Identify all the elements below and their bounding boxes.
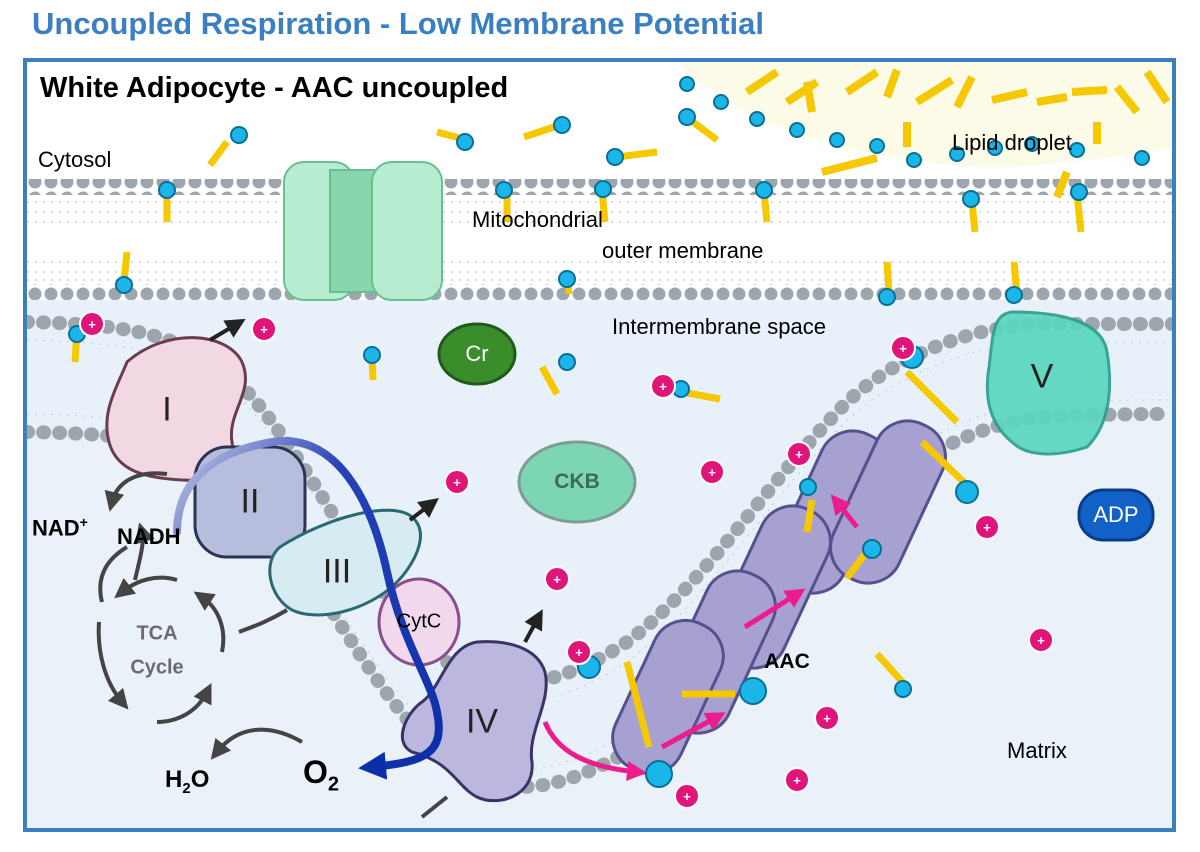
aac-label: AAC bbox=[764, 650, 810, 673]
svg-text:+: + bbox=[708, 465, 716, 480]
fatty-acids bbox=[68, 108, 1088, 788]
complex-I-label: I bbox=[162, 390, 172, 429]
matrix-label: Matrix bbox=[1007, 738, 1067, 763]
porin-channel bbox=[283, 161, 443, 301]
svg-text:+: + bbox=[88, 317, 96, 332]
diagram-frame: + + + + + + + + + + + + + + White Adipocyte - AAC… bbox=[23, 58, 1176, 832]
tca-label-2: Cycle bbox=[130, 656, 184, 679]
svg-text:+: + bbox=[453, 475, 461, 490]
diagram-canvas: + + + + + + + + + + + + + + bbox=[27, 62, 1172, 828]
intermembrane-space-label: Intermembrane space bbox=[612, 314, 826, 339]
oxygen-o: O bbox=[303, 754, 328, 790]
ckb-shape bbox=[517, 440, 637, 524]
creatine-label: Cr bbox=[465, 341, 489, 366]
aac-proton-arrows bbox=[542, 494, 859, 781]
svg-text:+: + bbox=[659, 379, 667, 394]
svg-text:+: + bbox=[823, 711, 831, 726]
water-subscript: 2 bbox=[182, 779, 191, 797]
lipid-droplet bbox=[677, 62, 1172, 199]
tca-cycle-arrows bbox=[96, 471, 449, 819]
water-o: O bbox=[190, 766, 210, 793]
lipid-droplet-label: Lipid droplet bbox=[952, 130, 1072, 155]
panel-title: White Adipocyte - AAC uncoupled bbox=[40, 72, 509, 104]
water-h: H bbox=[165, 766, 183, 793]
complex-V bbox=[985, 310, 1112, 456]
complex-II-label: II bbox=[240, 482, 260, 521]
svg-text:+: + bbox=[260, 322, 268, 337]
complex-V-label: V bbox=[1030, 357, 1054, 396]
svg-text:+: + bbox=[575, 645, 583, 660]
svg-text:+: + bbox=[899, 341, 907, 356]
page-title: Uncoupled Respiration - Low Membrane Pot… bbox=[32, 6, 765, 41]
nad-superscript: + bbox=[79, 514, 88, 530]
svg-text:+: + bbox=[553, 572, 561, 587]
nad-text: NAD bbox=[32, 515, 80, 541]
svg-text:+: + bbox=[1037, 633, 1045, 648]
nad-label: NAD+ bbox=[32, 514, 88, 541]
svg-text:+: + bbox=[793, 773, 801, 788]
complex-IV bbox=[400, 640, 548, 803]
complex-IV-label: IV bbox=[465, 702, 499, 741]
svg-text:+: + bbox=[795, 447, 803, 462]
adp-shape bbox=[1077, 488, 1155, 542]
svg-text:+: + bbox=[683, 789, 691, 804]
creatine-shape bbox=[437, 322, 517, 386]
nadh-label: NADH bbox=[117, 524, 181, 549]
complex-III-label: III bbox=[322, 552, 352, 591]
cytc-label: CytC bbox=[396, 610, 442, 633]
proton-pump-arrows bbox=[208, 318, 543, 643]
oxygen-label: O2 bbox=[303, 754, 339, 796]
outer-membrane-label-2: outer membrane bbox=[602, 238, 764, 263]
proton-signs: + + + + + + + + + + + + + + bbox=[88, 317, 1045, 804]
water-label: H2O bbox=[165, 766, 209, 797]
oxygen-subscript: 2 bbox=[327, 773, 340, 796]
adp-label: ADP bbox=[1093, 502, 1139, 527]
outer-membrane-label-1: Mitochondrial bbox=[472, 207, 603, 232]
cytosol-label: Cytosol bbox=[38, 147, 112, 172]
tca-label-1: TCA bbox=[136, 622, 178, 645]
protons bbox=[79, 311, 1054, 809]
electron-path-arrow bbox=[173, 437, 443, 780]
ckb-label: CKB bbox=[554, 470, 600, 493]
svg-text:+: + bbox=[983, 520, 991, 535]
